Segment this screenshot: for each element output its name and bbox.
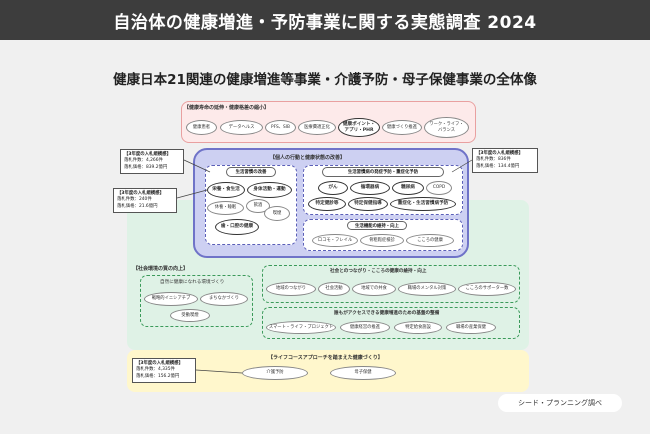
callout-count: 落札件数：836件 [476,157,511,163]
individual-section-label: 【個人の行動と健康状態の改善】 [270,155,346,161]
natural-item: 受動喫煙 [170,309,210,322]
lifestyle-item: 歯・口腔の健康 [215,219,259,235]
natural-title: 自然に健康になれる環境づくり [160,280,225,285]
callout-price: 落札価格：134.4億円 [476,163,520,169]
bid-callout-lifestyle: 【3年度の入札規模感】 落札件数：4,266件 落札価格：839.2億円 [120,149,184,175]
prevention-item: 重症化・生活習慣病予防 [390,197,456,211]
function-title: 生活機能の維持・向上 [347,221,407,230]
top-item: 健康患者 [186,120,217,135]
callout-price: 落札価格：21.6億円 [117,203,158,209]
access-title: 誰もがアクセスできる健康増進のための基盤の整備 [334,311,440,316]
function-item: ロコモ・フレイル [312,234,358,247]
access-item: 職場の産業保健 [446,321,496,334]
connection-title: 社会とのつながり・こころの健康の維持・向上 [330,269,427,274]
callout-count: 落札件数：240件 [117,197,152,203]
top-item-highlight: 健康ポイント・ アプリ・PHR [338,118,380,137]
callout-title: 【3年度の入札規模感】 [124,152,171,157]
callout-price: 落札価格：839.2億円 [124,164,168,170]
connection-item: 地域での共食 [352,282,396,296]
prevention-title: 生活習慣病の発症予防・重症化予防 [322,167,444,177]
top-item: PFS、SIB [265,120,296,135]
lifestyle-item: 栄養・食生活 [207,182,245,198]
lifestyle-item: 喫煙 [264,206,290,221]
lifecourse-item: 介護予防 [242,366,308,380]
prevention-item: 特定保健指導 [348,197,388,211]
page-header: 自治体の健康増進・予防事業に関する実態調査 2024 [0,0,650,40]
lifecourse-item: 母子保健 [330,366,396,380]
bid-callout-lifestyle-sub: 【3年度の入札規模感】 落札件数：240件 落札価格：21.6億円 [113,188,177,214]
callout-count: 落札件数：4,266件 [124,158,163,164]
prevention-item: 循環器病 [350,181,390,195]
social-section-label: 【社会環境の質の向上】 [133,266,189,272]
bid-callout-prevention: 【3年度の入札規模感】 落札件数：836件 落札価格：134.4億円 [472,148,538,174]
connection-item: 職場のメンタル対策 [398,282,456,296]
prevention-item: COPD [426,181,452,195]
lifestyle-item: 身体活動・運動 [247,182,292,198]
top-item: 医療費適正化 [298,120,336,135]
access-item: 特定給食施設 [394,321,442,334]
function-item: 骨粗鬆症検診 [360,234,404,247]
callout-count: 落札件数：4,335件 [136,367,175,373]
prevention-item: 糖尿病 [392,181,424,195]
connection-item: 地域のつながり [266,282,316,296]
bid-callout-lifecourse: 【3年度の入札規模感】 落札件数：4,335件 落札価格：156.2億円 [132,358,196,384]
callout-price: 落札価格：156.2億円 [136,373,180,379]
top-item: 健康づくり推進 [382,120,422,135]
prevention-item: がん [318,181,348,195]
access-item: スマート・ライフ・プロジェクト [266,321,336,334]
lifestyle-title: 生活習慣の改善 [226,167,276,177]
page-title: 自治体の健康増進・予防事業に関する実態調査 2024 [113,12,537,33]
callout-title: 【3年度の入札規模感】 [136,361,183,366]
lifecourse-section-label: 【ライフコースアプローチを踏まえた健康づくり】 [268,355,383,361]
prevention-item: 特定健診等 [308,197,346,211]
diagram-subtitle: 健康日本21関連の健康増進等事業・介護予防・母子保健事業の全体像 [113,72,537,88]
connection-item: 社会活動 [318,282,350,296]
natural-box [140,275,253,327]
access-box [262,307,520,339]
lifestyle-item: 休養・睡眠 [207,201,244,215]
natural-item: 戦略的イニシアチブ [144,292,198,306]
connection-box [262,265,520,303]
connection-item: こころのサポーター数 [458,282,516,296]
lifestyle-item: 飲酒 [246,199,270,213]
function-item: こころの健康 [406,234,454,247]
top-item: データヘルス [220,120,263,135]
top-section-label: 【健康寿命の延伸・健康格差の縮小】 [184,105,270,111]
top-item: ワーク・ライフ・ バランス [424,117,469,138]
access-item: 健康経営の推進 [340,321,390,334]
natural-item: まちなかづくり [200,292,248,306]
callout-title: 【3年度の入札規模感】 [117,191,164,196]
callout-title: 【3年度の入札規模感】 [476,151,523,156]
source-label: シード・プランニング調べ [498,394,622,412]
